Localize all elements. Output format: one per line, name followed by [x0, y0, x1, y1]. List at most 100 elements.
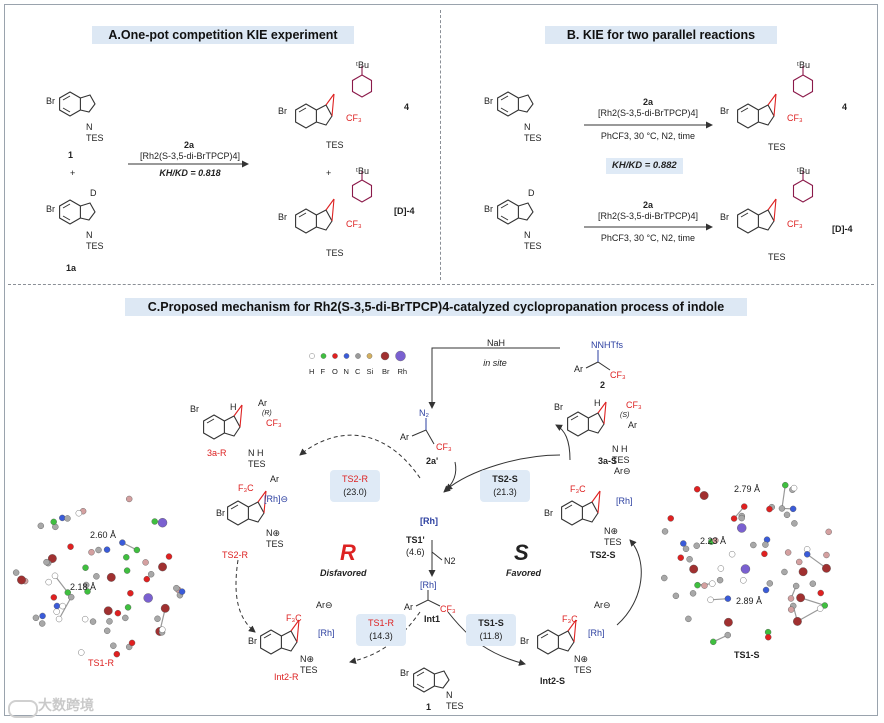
br-label: Br [400, 668, 409, 678]
model-atom [723, 617, 733, 627]
tes-label: TES [326, 140, 344, 150]
model-atom [740, 577, 747, 584]
model-bond [54, 575, 69, 593]
hydrazone-group: NNHTfs [591, 340, 623, 350]
rh-label: [Rh] [420, 580, 437, 590]
panel-c-title: C.Proposed mechanism for Rh2(S-3,5-di-Br… [125, 298, 747, 316]
model-atom [740, 564, 751, 574]
reagent-label: 2a [642, 97, 653, 107]
model-atom [694, 581, 701, 589]
br-label: Br [216, 508, 225, 518]
model-atom [693, 542, 700, 549]
panel-b-title: B. KIE for two parallel reactions [545, 26, 777, 44]
cf3-label: F₃C [286, 613, 302, 623]
model-atom [43, 558, 50, 566]
stereo-s: (S) [620, 412, 630, 419]
cf3-label: CF₃ [346, 219, 362, 229]
cf3-label: F₃C [562, 614, 578, 624]
model-atom [809, 580, 817, 587]
distance-label: 2.23 Å [700, 536, 727, 546]
legend-ball-n [343, 353, 350, 359]
model-atom [126, 495, 133, 503]
stereo-r: (R) [262, 410, 272, 417]
model-atom [821, 602, 828, 609]
br-label: Br [278, 212, 287, 222]
model-atom [789, 505, 797, 513]
ts1-r-box: TS1-R (14.3) [356, 614, 406, 646]
model-atom [32, 614, 40, 622]
product-4: 4 [842, 102, 848, 112]
model-atom [822, 563, 831, 573]
ts2-s-energy: (21.3) [493, 487, 517, 497]
plus-sign: + [326, 168, 332, 178]
tbu-label: ᵗBu [797, 166, 810, 176]
model-atom [693, 486, 701, 493]
model-atom [792, 582, 800, 590]
br-label: Br [46, 204, 55, 214]
model-atom [53, 602, 61, 610]
compound-1: 1 [68, 150, 74, 160]
legend-symbol-o: O [332, 367, 338, 376]
model-atom [106, 618, 113, 625]
int2-s-label: Int2-S [540, 676, 566, 686]
model-atom [119, 539, 126, 546]
model-atom [781, 568, 788, 576]
model-atom [689, 590, 697, 597]
int2-r-label: Int2-R [274, 672, 299, 682]
n2-diazo-label: N₂ [419, 408, 429, 418]
model-atom [124, 604, 132, 611]
br-label: Br [278, 106, 287, 116]
product-d4: [D]-4 [394, 206, 415, 216]
model-atom [738, 514, 745, 522]
legend-ball-c [355, 353, 361, 359]
distance-label: 2.18 Å [70, 582, 97, 592]
legend-symbol-si: Si [366, 367, 374, 376]
model-atom [717, 565, 725, 572]
legend-ball-f [320, 353, 327, 359]
favored-label: Favored [506, 568, 542, 578]
model-atom [710, 638, 717, 646]
model-atom [689, 564, 699, 574]
r-pathway-label: R [340, 540, 356, 565]
model-atom [123, 567, 131, 574]
ts2-r-structure-label: TS2-R [222, 550, 249, 560]
model-atom [750, 541, 757, 549]
ar-label: Ar [404, 602, 413, 612]
model-atom [778, 505, 786, 512]
distance-label: 2.79 Å [734, 484, 761, 494]
model-atom [817, 589, 824, 597]
model-atom [55, 615, 63, 623]
tbu-label: ᵗBu [356, 166, 369, 176]
n2-release: N2 [444, 556, 456, 566]
model-atom [761, 550, 768, 558]
legend-ball-h [309, 353, 315, 359]
model-atom [737, 523, 747, 533]
br-label: Br [520, 636, 529, 646]
model-atom [804, 551, 811, 558]
model-atom [730, 515, 738, 522]
model-atom [701, 582, 708, 589]
product-d4: [D]-4 [832, 224, 853, 234]
tes-label: TES [768, 142, 786, 152]
model-atom [709, 580, 716, 587]
model-atom [661, 528, 669, 535]
model-atom [680, 540, 687, 547]
model-atom [75, 510, 83, 517]
model-atom [787, 595, 795, 602]
model-atom [38, 620, 46, 627]
ar-label: Ar [270, 474, 279, 484]
model-atom [157, 517, 168, 528]
indole-1-label: 1 [426, 702, 432, 712]
model-atom [677, 554, 684, 561]
model-atom [68, 593, 75, 601]
legend-symbol-f: F [320, 367, 326, 376]
model-atom [67, 543, 74, 550]
model-atom [762, 541, 769, 548]
panel-a-title: A.One-pot competition KIE experiment [92, 26, 354, 44]
reagent-label: 2a [183, 140, 194, 150]
ar-label: Ar⊖ [316, 600, 333, 610]
